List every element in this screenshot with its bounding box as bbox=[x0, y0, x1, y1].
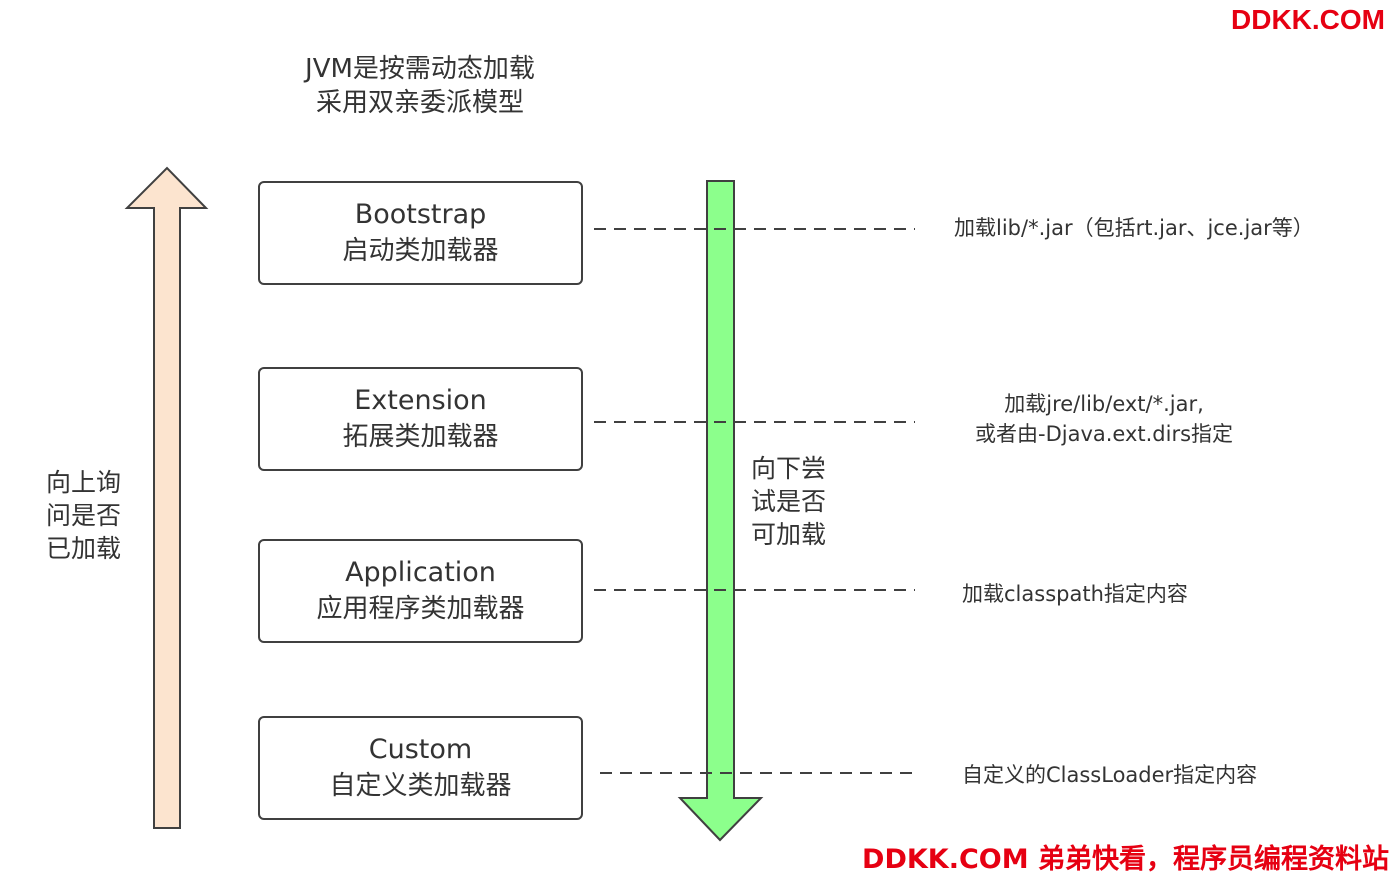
custom-loader-name: Custom bbox=[368, 734, 473, 765]
custom-desc-line-1: 自定义的ClassLoader指定内容 bbox=[962, 763, 1258, 787]
bootstrap-loader-box: Bootstrap 启动类加载器 bbox=[258, 181, 583, 285]
up-arrow-label: 向上询 问是否 已加载 bbox=[46, 466, 121, 565]
application-loader-box: Application 应用程序类加载器 bbox=[258, 539, 583, 643]
extension-loader-name: Extension bbox=[354, 385, 487, 416]
header-line-2: 采用双亲委派模型 bbox=[315, 88, 524, 118]
application-loader-zh: 应用程序类加载器 bbox=[316, 594, 525, 624]
down-arrow bbox=[677, 180, 764, 842]
watermark-bottom: DDKK.COM 弟弟快看，程序员编程资料站 bbox=[862, 844, 1389, 875]
extension-desc-line-1: 加载jre/lib/ext/*.jar, bbox=[1004, 392, 1204, 416]
down-label-line-3: 可加载 bbox=[751, 520, 827, 549]
watermark-top: DDKK.COM bbox=[1231, 4, 1385, 35]
application-loader-name: Application bbox=[345, 557, 496, 588]
down-label-line-1: 向下尝 bbox=[751, 454, 827, 483]
bootstrap-desc-line-1: 加载lib/*.jar（包括rt.jar、jce.jar等） bbox=[954, 216, 1314, 240]
extension-desc-line-2: 或者由-Djava.ext.dirs指定 bbox=[975, 422, 1234, 446]
down-label-line-2: 试是否 bbox=[751, 487, 827, 516]
custom-loader-zh: 自定义类加载器 bbox=[329, 771, 512, 801]
up-label-line-3: 已加载 bbox=[46, 534, 122, 563]
custom-loader-desc: 自定义的ClassLoader指定内容 bbox=[962, 760, 1257, 790]
diagram-header: JVM是按需动态加载 采用双亲委派模型 bbox=[240, 52, 600, 120]
custom-loader-box: Custom 自定义类加载器 bbox=[258, 716, 583, 820]
up-label-line-1: 向上询 bbox=[46, 468, 122, 497]
application-loader-desc: 加载classpath指定内容 bbox=[962, 579, 1188, 609]
extension-loader-desc: 加载jre/lib/ext/*.jar, 或者由-Djava.ext.dirs指… bbox=[975, 389, 1233, 449]
up-arrow bbox=[124, 166, 209, 829]
header-line-1: JVM是按需动态加载 bbox=[305, 54, 535, 84]
down-arrow-label: 向下尝 试是否 可加载 bbox=[751, 452, 826, 551]
bootstrap-loader-zh: 启动类加载器 bbox=[342, 236, 499, 266]
application-desc-line-1: 加载classpath指定内容 bbox=[962, 582, 1188, 606]
bootstrap-loader-desc: 加载lib/*.jar（包括rt.jar、jce.jar等） bbox=[954, 213, 1314, 243]
extension-loader-box: Extension 拓展类加载器 bbox=[258, 367, 583, 471]
bootstrap-loader-name: Bootstrap bbox=[354, 199, 487, 230]
up-label-line-2: 问是否 bbox=[46, 501, 122, 530]
extension-loader-zh: 拓展类加载器 bbox=[342, 422, 499, 452]
